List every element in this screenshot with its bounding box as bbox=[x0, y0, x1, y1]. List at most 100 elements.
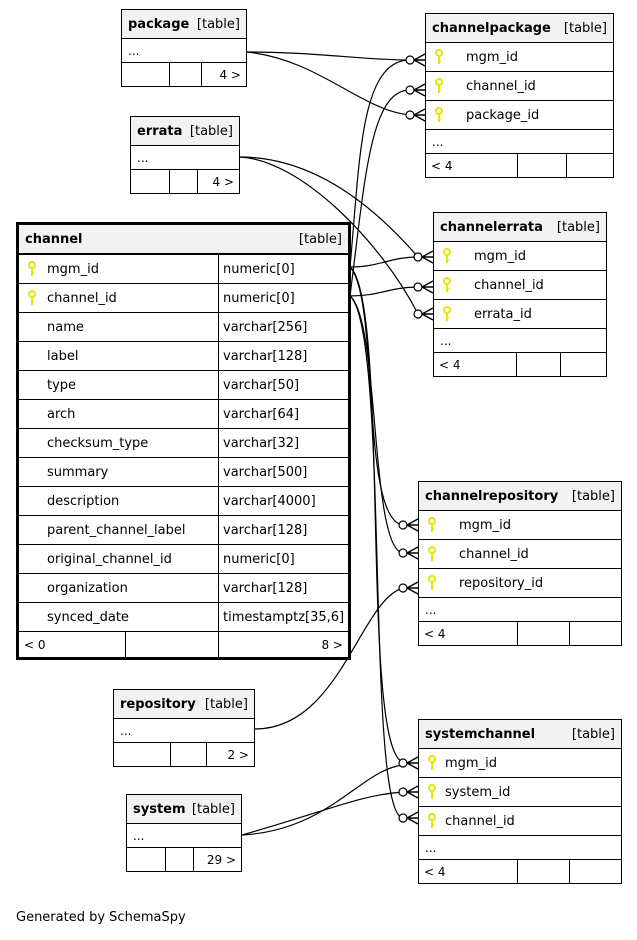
column-row[interactable]: mgm_id bbox=[419, 511, 621, 540]
column-name-cell: mgm_id bbox=[434, 242, 526, 270]
column-name: mgm_id bbox=[445, 755, 497, 771]
footer-cell bbox=[127, 848, 165, 871]
column-name: package_id bbox=[466, 107, 540, 123]
table-footer: 4 > bbox=[131, 170, 239, 193]
parents-count: < 4 bbox=[424, 864, 446, 879]
column-row[interactable]: channel_id numeric[0] bbox=[19, 284, 348, 313]
column-name-cell: channel_id bbox=[419, 540, 529, 568]
column-name-cell: errata_id bbox=[434, 300, 532, 328]
crows-foot-icon bbox=[405, 83, 426, 97]
column-type: numeric[0] bbox=[218, 284, 348, 312]
parents-count: < 4 bbox=[424, 626, 446, 641]
edge-channel-channelerrata bbox=[349, 256, 419, 268]
edge-channel-channelpackage bbox=[349, 59, 411, 268]
crows-foot-icon bbox=[413, 307, 434, 321]
column-name: channel_id bbox=[47, 290, 117, 306]
footer-cell bbox=[114, 743, 170, 766]
column-row[interactable]: channel_id bbox=[419, 540, 621, 569]
primary-key-icon bbox=[25, 290, 39, 306]
table-name: system bbox=[133, 801, 186, 817]
column-name: mgm_id bbox=[466, 49, 518, 65]
column-row[interactable]: package_id bbox=[426, 101, 613, 130]
children-count: 2 > bbox=[206, 743, 254, 766]
table-channelrepository[interactable]: channelrepository[table] mgm_id channel_id… bbox=[418, 481, 622, 646]
column-name: label bbox=[47, 348, 79, 364]
table-footer: 2 > bbox=[114, 743, 254, 766]
more-columns: ... bbox=[419, 598, 621, 622]
column-row[interactable]: channel_id bbox=[426, 72, 613, 101]
primary-key-icon bbox=[25, 261, 39, 277]
crows-foot-icon bbox=[398, 546, 419, 560]
column-name: organization bbox=[47, 580, 128, 596]
column-row[interactable]: channel_id bbox=[419, 807, 621, 836]
table-footer: < 4 bbox=[419, 860, 621, 883]
column-type: varchar[50] bbox=[218, 371, 348, 399]
table-name: package bbox=[128, 16, 190, 32]
column-name: mgm_id bbox=[47, 261, 99, 277]
column-row[interactable]: mgm_id bbox=[426, 43, 613, 72]
primary-key-icon bbox=[425, 575, 439, 591]
column-name-cell: repository_id bbox=[419, 569, 543, 597]
column-row[interactable]: mgm_id numeric[0] bbox=[19, 255, 348, 284]
table-header: channelrepository[table] bbox=[419, 482, 621, 511]
table-kind: [table] bbox=[571, 488, 615, 504]
column-type: varchar[32] bbox=[218, 429, 348, 457]
column-name: description bbox=[47, 493, 120, 509]
table-kind: [table] bbox=[298, 231, 342, 247]
table-header: errata[table] bbox=[131, 117, 239, 146]
column-row[interactable]: mgm_id bbox=[434, 242, 606, 271]
table-header: package [table] bbox=[122, 10, 246, 39]
primary-key-icon bbox=[432, 49, 446, 65]
footer-cell bbox=[517, 622, 569, 645]
children-count: 8 > bbox=[218, 632, 348, 657]
column-name-cell: package_id bbox=[426, 101, 539, 129]
column-type: varchar[128] bbox=[218, 516, 348, 544]
edge-channel-channelerrata bbox=[349, 286, 419, 297]
column-row[interactable]: errata_id bbox=[434, 300, 606, 329]
crows-foot-icon bbox=[398, 785, 419, 799]
more-columns: ... bbox=[434, 329, 606, 353]
column-type: numeric[0] bbox=[218, 255, 348, 283]
table-name: systemchannel bbox=[425, 726, 536, 742]
table-repository[interactable]: repository[table] ... 2 > bbox=[113, 689, 255, 767]
column-row[interactable]: channel_id bbox=[434, 271, 606, 300]
parents-count: < 4 bbox=[439, 357, 461, 372]
column-name: mgm_id bbox=[459, 517, 511, 533]
footer-cell bbox=[125, 632, 218, 657]
column-row[interactable]: system_id bbox=[419, 778, 621, 807]
table-errata[interactable]: errata[table] ... 4 > bbox=[130, 116, 240, 194]
table-system[interactable]: system[table] ... 29 > bbox=[126, 794, 242, 872]
edge-channel-channelrepository bbox=[349, 266, 404, 526]
column-name-cell: mgm_id bbox=[419, 749, 497, 777]
column-row[interactable]: mgm_id bbox=[419, 749, 621, 778]
column-name: repository_id bbox=[459, 575, 544, 591]
parents-count: < 0 bbox=[24, 637, 46, 652]
column-row[interactable]: repository_id bbox=[419, 569, 621, 598]
table-footer: < 4 bbox=[426, 154, 613, 177]
table-kind: [table] bbox=[556, 219, 600, 235]
column-name: arch bbox=[47, 406, 76, 422]
column-name-cell: parent_channel_label bbox=[19, 516, 218, 544]
table-kind: [table] bbox=[196, 16, 240, 32]
table-package[interactable]: package[table] ... 4 > bbox=[121, 9, 247, 87]
edge-channel-systemchannel bbox=[349, 266, 404, 763]
column-type: varchar[500] bbox=[218, 458, 348, 486]
crows-foot-icon bbox=[398, 756, 419, 770]
footer-cell bbox=[122, 63, 169, 86]
primary-key-icon bbox=[440, 248, 454, 264]
